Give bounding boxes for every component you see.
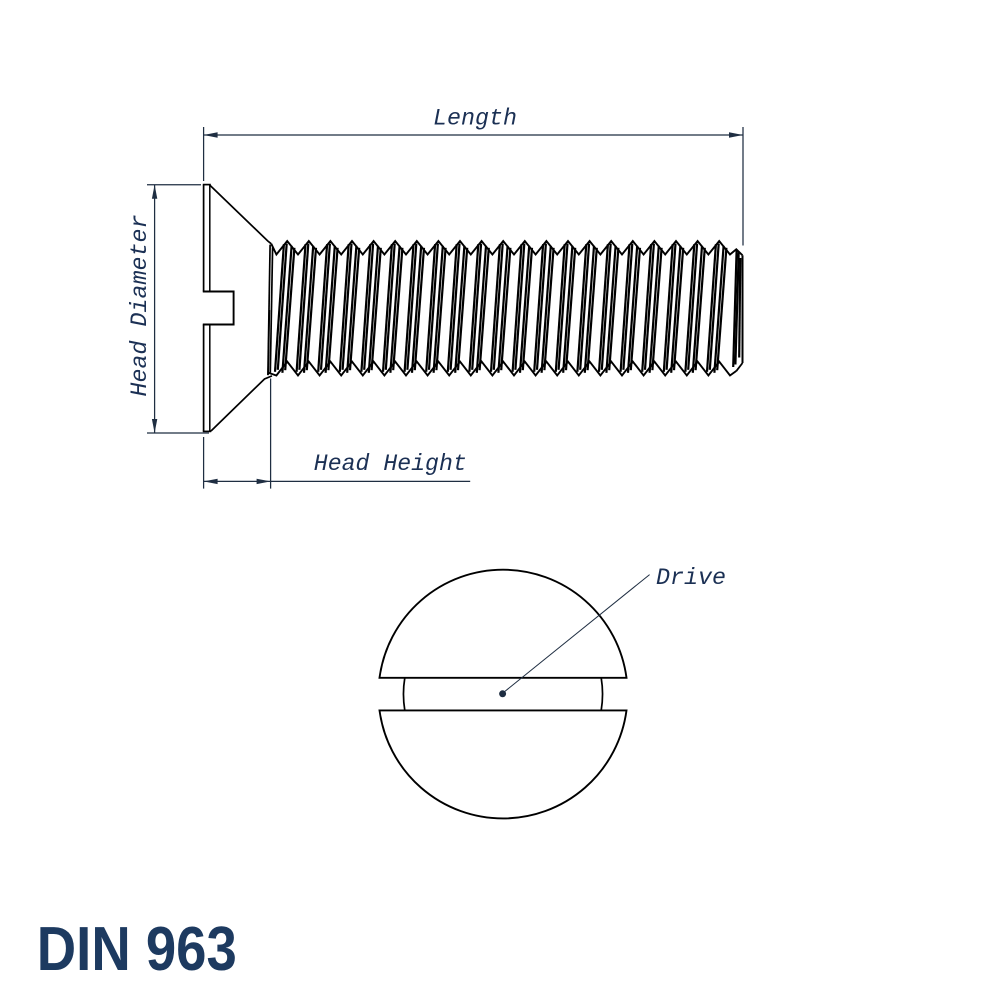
svg-text:Length: Length <box>433 106 517 133</box>
svg-text:DIN 963: DIN 963 <box>37 914 237 984</box>
svg-text:Head Height: Head Height <box>314 451 467 478</box>
svg-text:Drive: Drive <box>656 565 726 592</box>
svg-text:Head Diameter: Head Diameter <box>127 215 154 397</box>
